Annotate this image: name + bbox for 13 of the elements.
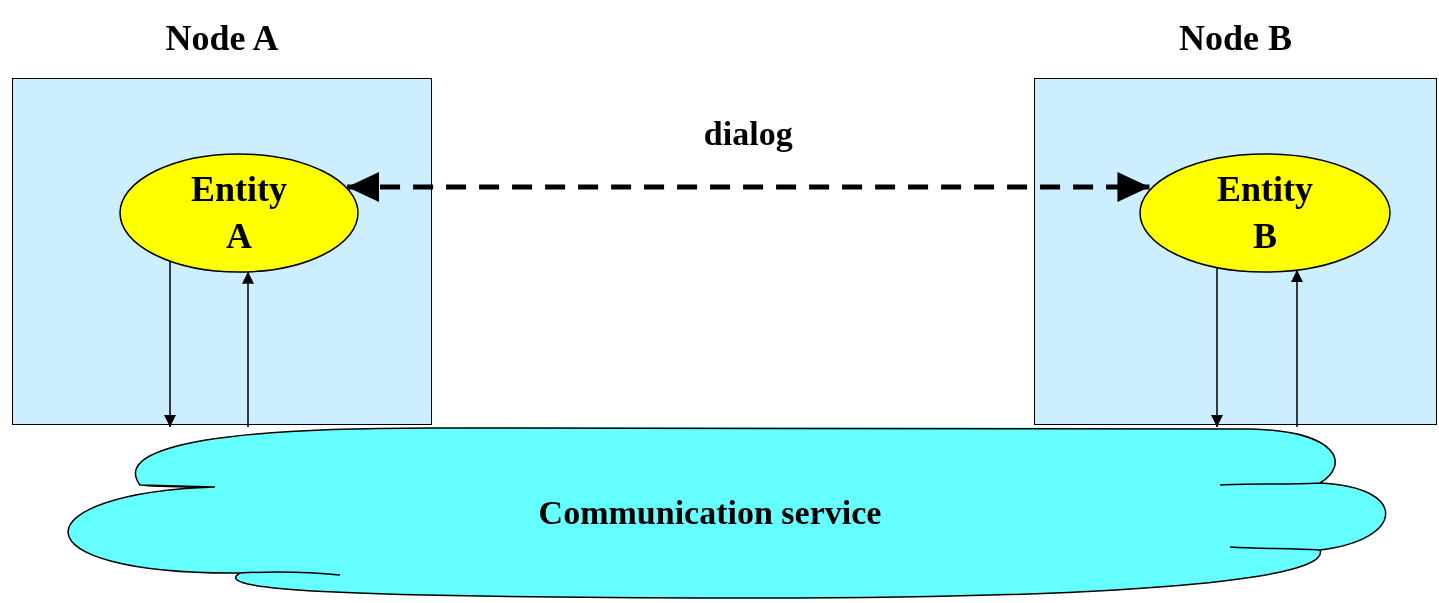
entity-ellipse: [1139, 153, 1391, 273]
arrow: [1291, 269, 1303, 428]
entity-ellipse: [119, 153, 359, 273]
arrow: [242, 271, 254, 428]
arrow: [164, 260, 176, 428]
arrow: [1211, 266, 1223, 428]
node-heading: Node A: [164, 17, 280, 59]
node-heading: Node B: [1178, 17, 1293, 59]
service-label: Communication service: [537, 492, 883, 533]
dialog-arrow: [347, 172, 1150, 202]
edge-label: dialog: [703, 115, 793, 153]
entity-label: Entity B: [1216, 168, 1314, 258]
entity-label: Entity A: [190, 168, 288, 258]
